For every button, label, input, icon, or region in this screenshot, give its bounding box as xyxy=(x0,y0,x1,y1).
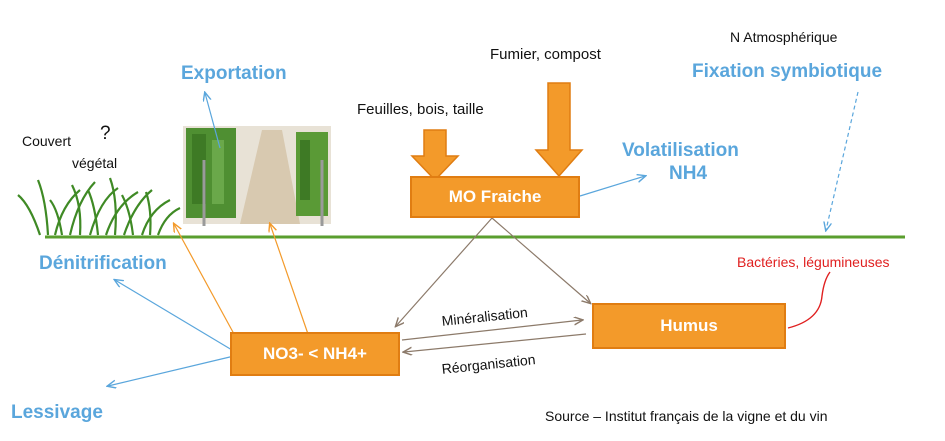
fumier-label: Fumier, compost xyxy=(490,46,601,63)
no3-nh4-box: NO3- < NH4+ xyxy=(230,332,400,376)
source-label: Source – Institut français de la vigne e… xyxy=(545,408,828,424)
arrow-mineralisation xyxy=(401,320,582,341)
arrow-reorganisation xyxy=(404,333,587,352)
vineyard-illustration xyxy=(183,126,331,226)
fixation-label: Fixation symbiotique xyxy=(692,61,883,82)
grass-illustration xyxy=(17,177,181,236)
feuilles-label: Feuilles, bois, taille xyxy=(357,101,484,118)
exportation-label: Exportation xyxy=(181,63,287,84)
arrow-fumier xyxy=(534,82,584,178)
arrow-exportation xyxy=(205,93,221,149)
nh4-label: NH4 xyxy=(669,163,708,184)
question-mark: ? xyxy=(100,123,111,144)
arrow-mo-humus xyxy=(491,217,590,303)
mo-fraiche-box: MO Fraiche xyxy=(410,176,580,218)
arrow-to-grass xyxy=(174,224,235,335)
arrow-denitrification xyxy=(115,280,233,351)
couvert-label: Couvert xyxy=(22,133,72,149)
arrow-feuilles xyxy=(410,129,460,182)
arrow-lessivage xyxy=(108,355,235,386)
n-atmospherique-label: N Atmosphérique xyxy=(730,29,838,45)
vegetal-label: végétal xyxy=(72,155,118,171)
arrow-fixation xyxy=(826,91,859,230)
volatilisation-label: Volatilisation xyxy=(622,140,739,161)
arrow-mo-no3 xyxy=(396,217,493,326)
arrow-volatilisation xyxy=(579,176,645,197)
humus-box: Humus xyxy=(592,303,786,349)
bacteria-curve xyxy=(787,271,831,329)
denitrification-label: Dénitrification xyxy=(39,253,167,274)
arrow-to-vine xyxy=(270,224,309,335)
bacteries-label: Bactéries, légumineuses xyxy=(737,254,890,270)
lessivage-label: Lessivage xyxy=(11,402,103,423)
